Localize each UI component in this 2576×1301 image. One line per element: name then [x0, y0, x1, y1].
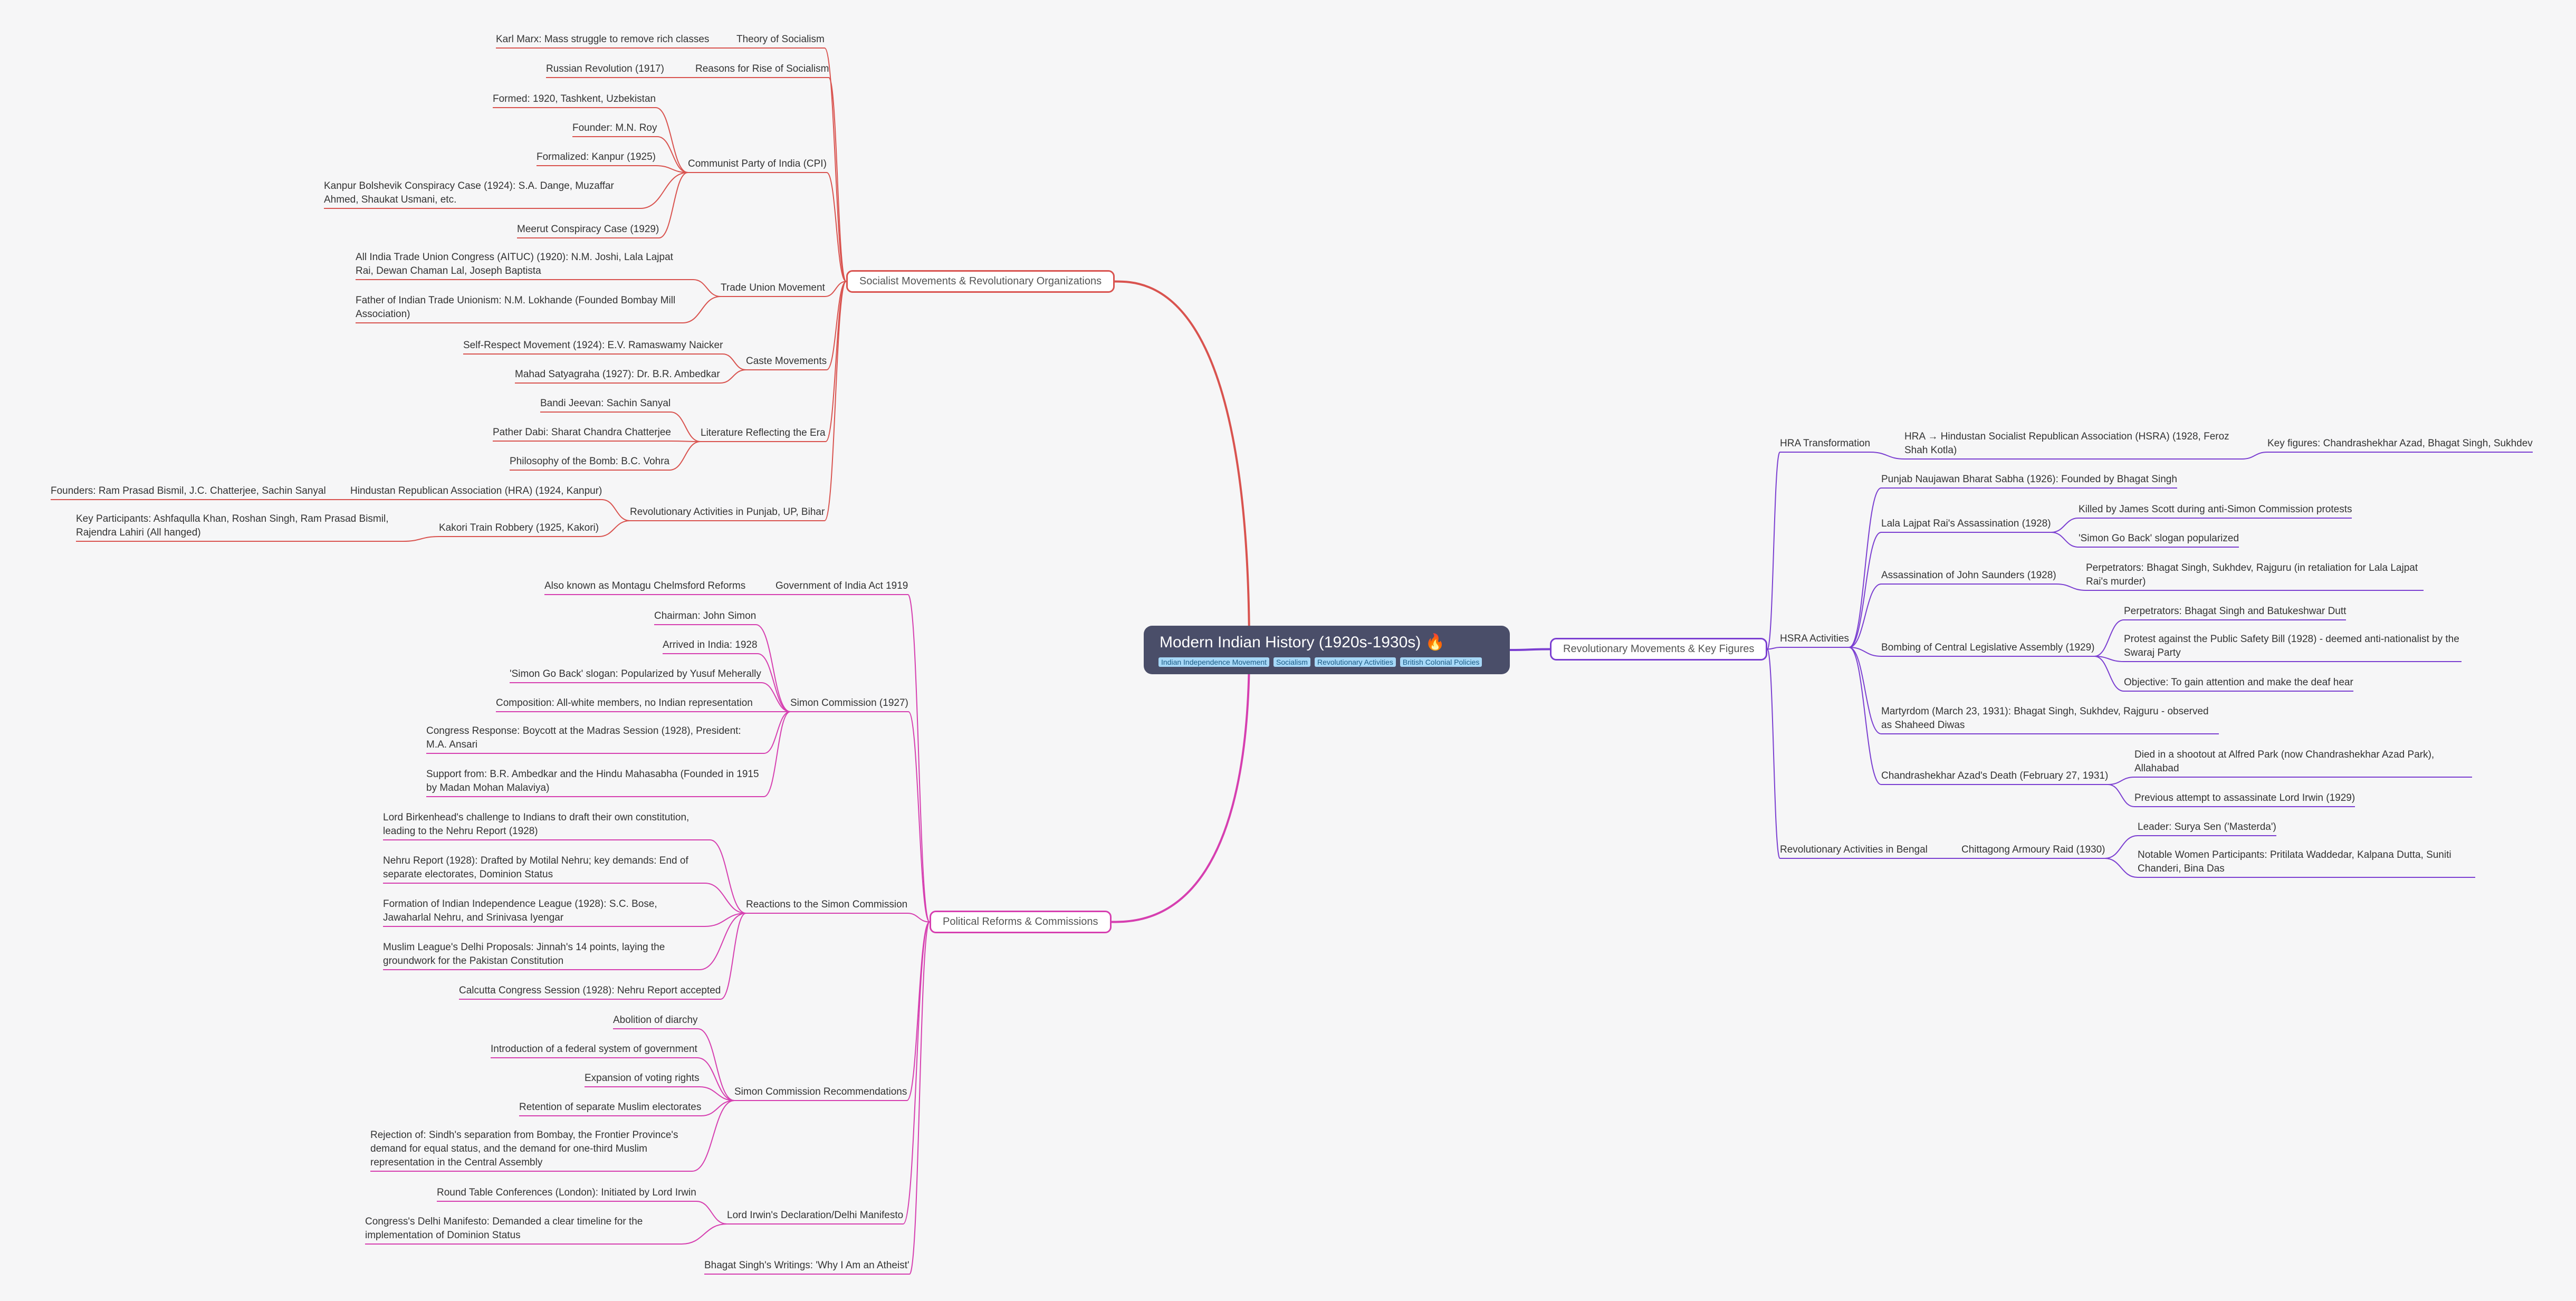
node-james-scott[interactable]: Killed by James Scott during anti-Simon … — [2079, 504, 2352, 515]
root-title: Modern Indian History (1920s-1930s) 🔥 — [1160, 634, 1445, 651]
node-simon-commission[interactable]: Simon Commission (1927) — [790, 697, 908, 709]
branch-socialist-movements[interactable]: Socialist Movements & Revolutionary Orga… — [846, 270, 1115, 293]
root-topic[interactable]: Modern Indian History (1920s-1930s) 🔥 In… — [1144, 626, 1510, 674]
node-azad-death[interactable]: Chandrashekhar Azad's Death (February 27… — [1881, 770, 2109, 781]
node-bombing-objective[interactable]: Objective: To gain attention and make th… — [2124, 677, 2353, 688]
node-hsra-activities[interactable]: HSRA Activities — [1780, 633, 1849, 644]
node-bhagat-writings[interactable]: Bhagat Singh's Writings: 'Why I Am an At… — [704, 1260, 909, 1271]
node-theory-of-socialism[interactable]: Theory of Socialism — [736, 34, 825, 45]
tag-colonial-policies[interactable]: British Colonial Policies — [1400, 657, 1482, 667]
node-cpi-founder[interactable]: Founder: M.N. Roy — [572, 122, 657, 133]
node-bombing-perpetrators[interactable]: Perpetrators: Bhagat Singh and Batukeshw… — [2124, 606, 2347, 617]
node-hra-transformation[interactable]: HRA Transformation — [1780, 438, 1871, 449]
node-caste-movements[interactable]: Caste Movements — [746, 356, 827, 367]
node-calcutta-session[interactable]: Calcutta Congress Session (1928): Nehru … — [459, 985, 721, 996]
node-rejection-of[interactable]: Rejection of: Sindh's separation from Bo… — [370, 1130, 678, 1168]
branch-revolutionary-movements[interactable]: Revolutionary Movements & Key Figures — [1550, 638, 1768, 661]
tag-socialism[interactable]: Socialism — [1273, 657, 1310, 667]
node-aituc[interactable]: All India Trade Union Congress (AITUC) (… — [356, 252, 673, 276]
node-cpi[interactable]: Communist Party of India (CPI) — [688, 158, 827, 169]
node-surya-sen[interactable]: Leader: Surya Sen ('Masterda') — [2138, 821, 2276, 833]
node-reasons-socialism[interactable]: Reasons for Rise of Socialism — [695, 63, 829, 74]
node-reactions-simon[interactable]: Reactions to the Simon Commission — [746, 899, 908, 910]
node-meerut-case[interactable]: Meerut Conspiracy Case (1929) — [517, 224, 659, 235]
node-kanpur-bolshevik[interactable]: Kanpur Bolshevik Conspiracy Case (1924):… — [324, 180, 614, 205]
node-philosophy-bomb[interactable]: Philosophy of the Bomb: B.C. Vohra — [510, 456, 670, 467]
node-goi-act-1919[interactable]: Government of India Act 1919 — [775, 580, 908, 591]
tag-independence[interactable]: Indian Independence Movement — [1158, 657, 1270, 667]
tag-revolutionary[interactable]: Revolutionary Activities — [1314, 657, 1396, 667]
node-naujawan-sabha[interactable]: Punjab Naujawan Bharat Sabha (1926): Fou… — [1881, 474, 2177, 485]
node-trade-union[interactable]: Trade Union Movement — [721, 282, 825, 293]
node-birkenhead[interactable]: Lord Birkenhead's challenge to Indians t… — [383, 812, 690, 837]
node-lokhande[interactable]: Father of Indian Trade Unionism: N.M. Lo… — [356, 295, 676, 320]
node-martyrdom[interactable]: Martyrdom (March 23, 1931): Bhagat Singh… — [1881, 706, 2209, 731]
node-mahad-satyagraha[interactable]: Mahad Satyagraha (1927): Dr. B.R. Ambedk… — [515, 369, 720, 380]
node-abolition-diarchy[interactable]: Abolition of diarchy — [613, 1015, 698, 1026]
node-simon-arrived[interactable]: Arrived in India: 1928 — [663, 639, 758, 650]
node-congress-response[interactable]: Congress Response: Boycott at the Madras… — [426, 725, 741, 750]
node-cpi-formalized[interactable]: Formalized: Kanpur (1925) — [537, 151, 656, 162]
node-delhi-manifesto[interactable]: Congress's Delhi Manifesto: Demanded a c… — [365, 1216, 643, 1241]
node-simon-chairman[interactable]: Chairman: John Simon — [654, 610, 756, 621]
root-tags: Indian Independence Movement Socialism R… — [1158, 657, 1482, 667]
node-alfred-park[interactable]: Died in a shootout at Alfred Park (now C… — [2134, 749, 2435, 774]
node-saunders[interactable]: Assassination of John Saunders (1928) — [1881, 570, 2056, 581]
node-simon-slogan[interactable]: 'Simon Go Back' slogan popularized — [2079, 533, 2239, 544]
node-montagu[interactable]: Also known as Montagu Chelmsford Reforms — [544, 580, 746, 591]
node-hra-founders[interactable]: Founders: Ram Prasad Bismil, J.C. Chatte… — [51, 485, 326, 496]
node-simon-recommendations[interactable]: Simon Commission Recommendations — [734, 1086, 907, 1097]
node-women-participants[interactable]: Notable Women Participants: Pritilata Wa… — [2138, 849, 2451, 874]
node-lala-lajpat-rai[interactable]: Lala Lajpat Rai's Assassination (1928) — [1881, 518, 2051, 529]
node-saunders-perpetrators[interactable]: Perpetrators: Bhagat Singh, Sukhdev, Raj… — [2086, 562, 2418, 587]
node-federal-system[interactable]: Introduction of a federal system of gove… — [491, 1044, 697, 1055]
node-kakori[interactable]: Kakori Train Robbery (1925, Kakori) — [439, 522, 599, 533]
node-karl-marx[interactable]: Karl Marx: Mass struggle to remove rich … — [496, 34, 710, 45]
node-irwin-attempt[interactable]: Previous attempt to assassinate Lord Irw… — [2134, 792, 2355, 803]
node-bandi-jeevan[interactable]: Bandi Jeevan: Sachin Sanyal — [540, 398, 671, 409]
node-kakori-participants[interactable]: Key Participants: Ashfaqulla Khan, Rosha… — [76, 513, 389, 538]
node-russian-revolution[interactable]: Russian Revolution (1917) — [546, 63, 664, 74]
node-self-respect[interactable]: Self-Respect Movement (1924): E.V. Ramas… — [463, 340, 723, 351]
node-bengal-activities[interactable]: Revolutionary Activities in Bengal — [1780, 844, 1928, 855]
node-literature[interactable]: Literature Reflecting the Era — [701, 427, 826, 438]
node-voting-rights[interactable]: Expansion of voting rights — [585, 1073, 700, 1084]
node-pather-dabi[interactable]: Pather Dabi: Sharat Chandra Chatterjee — [493, 427, 671, 438]
node-simon-support[interactable]: Support from: B.R. Ambedkar and the Hind… — [426, 769, 759, 793]
node-round-table[interactable]: Round Table Conferences (London): Initia… — [437, 1187, 696, 1198]
node-cpi-formed[interactable]: Formed: 1920, Tashkent, Uzbekistan — [493, 93, 656, 104]
node-chittagong-raid[interactable]: Chittagong Armoury Raid (1930) — [1961, 844, 2105, 855]
node-public-safety-bill[interactable]: Protest against the Public Safety Bill (… — [2124, 634, 2459, 658]
node-simon-composition[interactable]: Composition: All-white members, no India… — [496, 697, 753, 709]
node-hra[interactable]: Hindustan Republican Association (HRA) (… — [350, 485, 602, 496]
node-hsra-key-figures[interactable]: Key figures: Chandrashekhar Azad, Bhagat… — [2267, 438, 2533, 449]
node-independence-league[interactable]: Formation of Indian Independence League … — [383, 898, 657, 923]
node-irwin-declaration[interactable]: Lord Irwin's Declaration/Delhi Manifesto — [727, 1210, 904, 1221]
node-muslim-electorates[interactable]: Retention of separate Muslim electorates — [519, 1102, 702, 1113]
node-assembly-bombing[interactable]: Bombing of Central Legislative Assembly … — [1881, 642, 2095, 653]
node-nehru-report[interactable]: Nehru Report (1928): Drafted by Motilal … — [383, 855, 688, 880]
node-rev-punjab[interactable]: Revolutionary Activities in Punjab, UP, … — [630, 506, 825, 518]
node-simon-go-back[interactable]: 'Simon Go Back' slogan: Popularized by Y… — [510, 668, 761, 680]
node-delhi-proposals[interactable]: Muslim League's Delhi Proposals: Jinnah'… — [383, 942, 665, 967]
node-hsra-formation[interactable]: HRA → Hindustan Socialist Republican Ass… — [1904, 431, 2229, 456]
branch-political-reforms[interactable]: Political Reforms & Commissions — [930, 911, 1112, 933]
